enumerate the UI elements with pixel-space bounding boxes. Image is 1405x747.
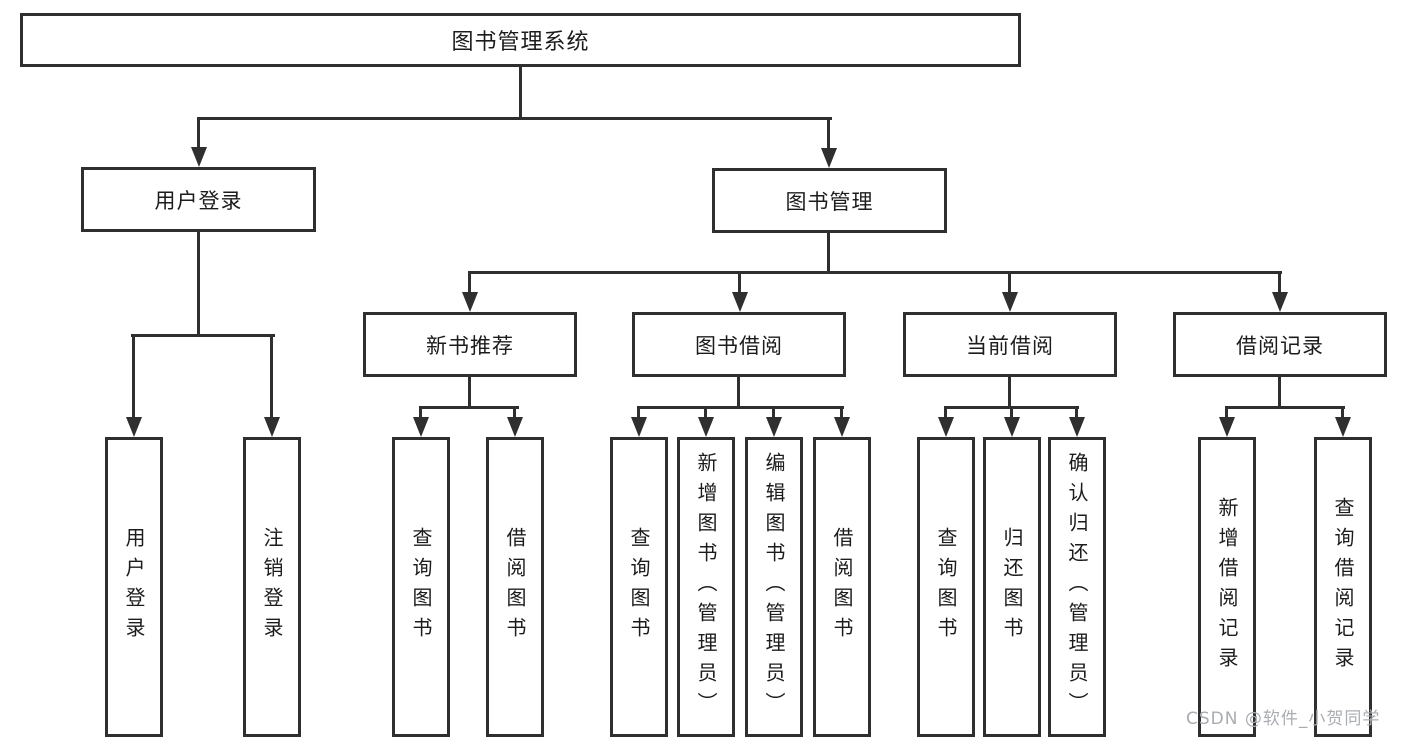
node-leaf-borrow-books-borrowing: 借阅图书	[813, 437, 871, 737]
connector-line	[944, 406, 1079, 409]
node-new-book-recommendation: 新书推荐	[363, 312, 577, 377]
connector-line	[1075, 408, 1078, 418]
node-leaf-search-borrow-record: 查询借阅记录	[1314, 437, 1372, 737]
node-book-borrowing: 图书借阅	[632, 312, 846, 377]
node-leaf-return-books: 归还图书	[983, 437, 1041, 737]
connector-line	[704, 408, 707, 418]
node-leaf-add-borrow-record: 新增借阅记录	[1198, 437, 1256, 737]
connector-line	[197, 119, 200, 149]
connector-line	[1278, 376, 1281, 409]
node-leaf-logout: 注销登录	[243, 437, 301, 737]
connector-line	[1008, 376, 1011, 409]
node-leaf-search-books-borrowing: 查询图书	[610, 437, 668, 737]
node-leaf-edit-books-admin: 编辑图书（管理员）	[745, 437, 803, 737]
arrow-down-icon	[413, 417, 429, 437]
connector-line	[1225, 408, 1228, 418]
connector-line	[519, 66, 522, 120]
connector-line	[737, 376, 740, 409]
node-user-login: 用户登录	[81, 167, 316, 232]
connector-line	[131, 334, 275, 337]
node-leaf-add-books-admin: 新增图书（管理员）	[677, 437, 735, 737]
connector-line	[468, 376, 471, 409]
connector-line	[637, 406, 844, 409]
connector-line	[944, 408, 947, 418]
arrow-down-icon	[1002, 292, 1018, 312]
node-leaf-confirm-return-admin: 确认归还（管理员）	[1048, 437, 1106, 737]
arrow-down-icon	[1069, 417, 1085, 437]
connector-line	[738, 273, 741, 293]
connector-line	[1278, 273, 1281, 293]
arrow-down-icon	[1004, 417, 1020, 437]
arrow-down-icon	[698, 417, 714, 437]
connector-line	[513, 408, 516, 418]
connector-line	[468, 271, 1282, 274]
arrow-down-icon	[1272, 292, 1288, 312]
arrow-down-icon	[191, 147, 207, 167]
connector-line	[419, 406, 519, 409]
node-leaf-search-books-current: 查询图书	[917, 437, 975, 737]
arrow-down-icon	[834, 417, 850, 437]
node-library-management-system: 图书管理系统	[20, 13, 1021, 67]
connector-line	[270, 336, 273, 418]
arrow-down-icon	[631, 417, 647, 437]
connector-line	[1008, 273, 1011, 293]
connector-line	[772, 408, 775, 418]
connector-line	[132, 336, 135, 418]
arrow-down-icon	[1219, 417, 1235, 437]
connector-line	[840, 408, 843, 418]
node-leaf-user-login: 用户登录	[105, 437, 163, 737]
connector-line	[827, 119, 830, 150]
node-borrowing-records: 借阅记录	[1173, 312, 1387, 377]
arrow-down-icon	[766, 417, 782, 437]
node-leaf-borrow-books-recommend: 借阅图书	[486, 437, 544, 737]
arrow-down-icon	[732, 292, 748, 312]
node-leaf-search-books-recommend: 查询图书	[392, 437, 450, 737]
connector-line	[419, 408, 422, 418]
connector-line	[468, 273, 471, 293]
connector-line	[197, 117, 832, 120]
csdn-watermark: CSDN @软件_小贺同学	[1186, 709, 1381, 729]
arrow-down-icon	[821, 148, 837, 168]
arrow-down-icon	[264, 417, 280, 437]
arrow-down-icon	[126, 417, 142, 437]
arrow-down-icon	[462, 292, 478, 312]
connector-line	[827, 232, 830, 274]
connector-line	[1341, 408, 1344, 418]
connector-line	[637, 408, 640, 418]
connector-line	[197, 231, 200, 337]
node-book-management: 图书管理	[712, 168, 947, 233]
connector-line	[1225, 406, 1345, 409]
arrow-down-icon	[507, 417, 523, 437]
arrow-down-icon	[1335, 417, 1351, 437]
node-current-borrowing: 当前借阅	[903, 312, 1117, 377]
arrow-down-icon	[938, 417, 954, 437]
connector-line	[1010, 408, 1013, 418]
